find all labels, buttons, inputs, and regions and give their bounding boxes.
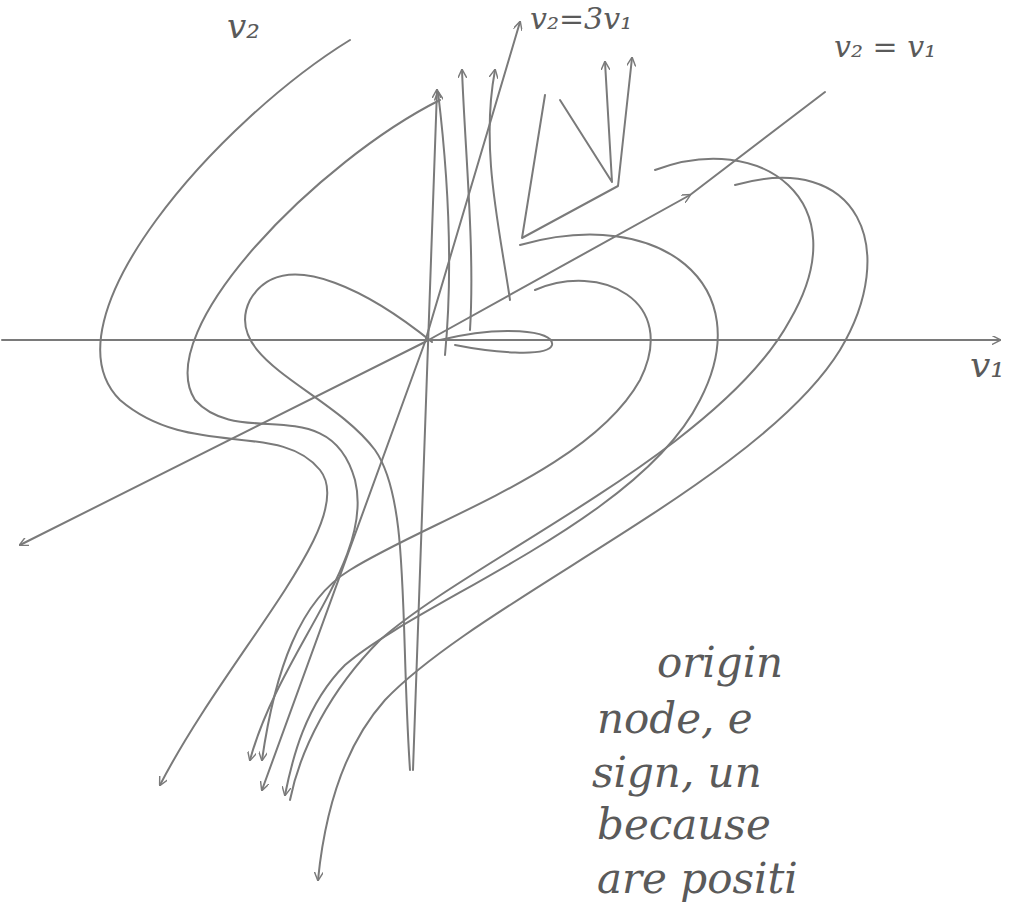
- axis-label: v₂ = v₁: [832, 30, 938, 63]
- trajectory: [188, 100, 440, 760]
- trajectory: [318, 178, 867, 880]
- note-text: sign, un: [590, 750, 764, 796]
- trajectory: [490, 70, 510, 300]
- v1-axis: [2, 339, 1000, 341]
- eigen-line: [425, 195, 690, 342]
- eigen-line: [20, 342, 425, 545]
- trajectory: [100, 40, 350, 785]
- trajectory: [560, 62, 612, 182]
- note-text: are positi: [595, 856, 800, 902]
- trajectory: [440, 331, 552, 353]
- v2-axis: [413, 90, 437, 770]
- note-text: because: [595, 802, 773, 848]
- trajectory: [290, 159, 813, 800]
- note-text: node, e: [595, 696, 755, 742]
- trajectory: [245, 275, 432, 770]
- axis-label: v₂: [225, 8, 262, 45]
- eigen-line: [425, 22, 520, 342]
- trajectory: [438, 92, 449, 355]
- trajectory: [522, 58, 632, 238]
- axis-label: v₁: [968, 345, 1007, 385]
- axis-label: v₂=3v₁: [528, 2, 634, 35]
- note-text: origin: [655, 640, 785, 686]
- trajectory: [462, 70, 471, 330]
- trajectory: [262, 281, 651, 760]
